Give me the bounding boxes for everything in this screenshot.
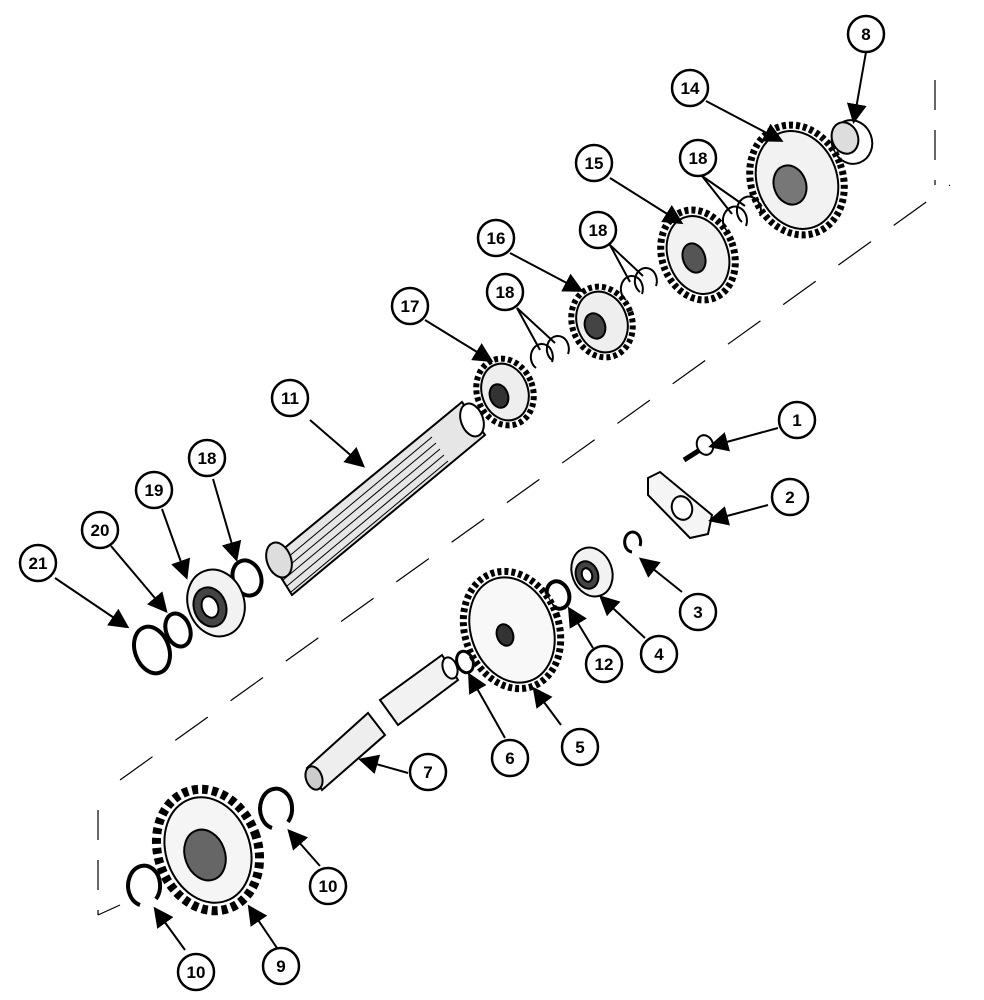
part-14-gear [746, 121, 848, 239]
callout-number: 18 [496, 283, 515, 302]
callout-number: 14 [681, 79, 700, 98]
callout-4: 4 [639, 634, 679, 674]
callout-number: 19 [145, 481, 164, 500]
callout-circle [770, 477, 810, 517]
part-9-gear [151, 784, 265, 916]
callout-circle [408, 752, 448, 792]
callout-circle [490, 738, 530, 778]
part-4-bearing [570, 546, 614, 598]
callout-circle [187, 438, 227, 478]
part-20-washer [163, 611, 193, 649]
callout-circle [261, 946, 301, 986]
callout-number: 9 [276, 957, 285, 976]
callout-number: 15 [585, 154, 604, 173]
callout-12: 12 [584, 644, 624, 684]
callout-number: 18 [589, 221, 608, 240]
callout-number: 18 [198, 449, 217, 468]
part-19-bearing [186, 568, 246, 638]
callout-circle [476, 218, 516, 258]
callout-circle [639, 634, 679, 674]
callout-number: 20 [91, 521, 110, 540]
part-3-snap-ring [623, 530, 643, 554]
callout-18: 18 [485, 272, 525, 312]
callout-circle [670, 68, 710, 108]
part-18-snap-rings-lower [529, 335, 570, 369]
callout-circle [560, 727, 600, 767]
callout-circle [678, 138, 718, 178]
callout-17: 17 [390, 286, 430, 326]
callout-number: 21 [29, 554, 48, 573]
callout-18: 18 [578, 210, 618, 250]
callout-6: 6 [490, 738, 530, 778]
callout-circle [846, 14, 886, 54]
callout-number: 8 [861, 25, 870, 44]
part-18-snap-rings-middle [619, 267, 658, 301]
callout-8: 8 [846, 14, 886, 54]
callout-number: 1 [792, 411, 801, 430]
callout-circle [584, 644, 624, 684]
callout-number: 16 [487, 229, 506, 248]
assembly-lines [97, 80, 951, 916]
callout-number: 7 [423, 763, 432, 782]
callout-5: 5 [560, 727, 600, 767]
callout-10: 10 [308, 866, 348, 906]
callout-10: 10 [176, 952, 216, 992]
part-16-gear [568, 283, 636, 361]
callout-number: 4 [654, 645, 664, 664]
callout-7: 7 [408, 752, 448, 792]
callout-number: 17 [401, 297, 420, 316]
callout-3: 3 [678, 592, 718, 632]
callout-15: 15 [574, 143, 614, 183]
callout-14: 14 [670, 68, 710, 108]
callout-circle [308, 866, 348, 906]
callout-1: 1 [777, 400, 817, 440]
callout-number: 11 [281, 389, 299, 408]
callout-circle [18, 543, 58, 583]
callout-11: 11 [270, 378, 310, 418]
part-11-splined-shaft [265, 400, 487, 597]
part-6-washer [455, 649, 475, 675]
callout-19: 19 [134, 470, 174, 510]
part-21-snap-ring [132, 624, 172, 676]
callout-21: 21 [18, 543, 58, 583]
callout-20: 20 [80, 510, 120, 550]
part-2-retaining-plate [647, 470, 714, 540]
callout-number: 10 [187, 963, 206, 982]
callout-18: 18 [187, 438, 227, 478]
part-10-snap-ring-lower [126, 863, 163, 907]
callout-18: 18 [678, 138, 718, 178]
callout-circle [485, 272, 525, 312]
callout-circle [270, 378, 310, 418]
part-5-gear [459, 567, 565, 693]
callout-circle [578, 210, 618, 250]
callout-circle [134, 470, 174, 510]
part-7-stepped-shaft [304, 653, 460, 792]
callout-number: 2 [785, 488, 794, 507]
callout-number: 10 [319, 877, 338, 896]
callout-16: 16 [476, 218, 516, 258]
part-17-gear [473, 355, 537, 429]
callout-2: 2 [770, 477, 810, 517]
part-1-bolt [682, 434, 715, 463]
callout-circle [390, 286, 430, 326]
callout-circle [80, 510, 120, 550]
leader-lines [54, 51, 867, 951]
part-10-snap-ring-upper [258, 786, 295, 830]
callout-circle [777, 400, 817, 440]
callout-number: 5 [575, 738, 584, 757]
callout-circle [176, 952, 216, 992]
callout-number: 3 [693, 603, 702, 622]
callout-9: 9 [261, 946, 301, 986]
callout-circle [574, 143, 614, 183]
part-15-gear [657, 206, 739, 304]
callout-number: 12 [595, 655, 614, 674]
callout-number: 6 [505, 749, 514, 768]
callout-number: 18 [689, 149, 708, 168]
callout-circle [678, 592, 718, 632]
